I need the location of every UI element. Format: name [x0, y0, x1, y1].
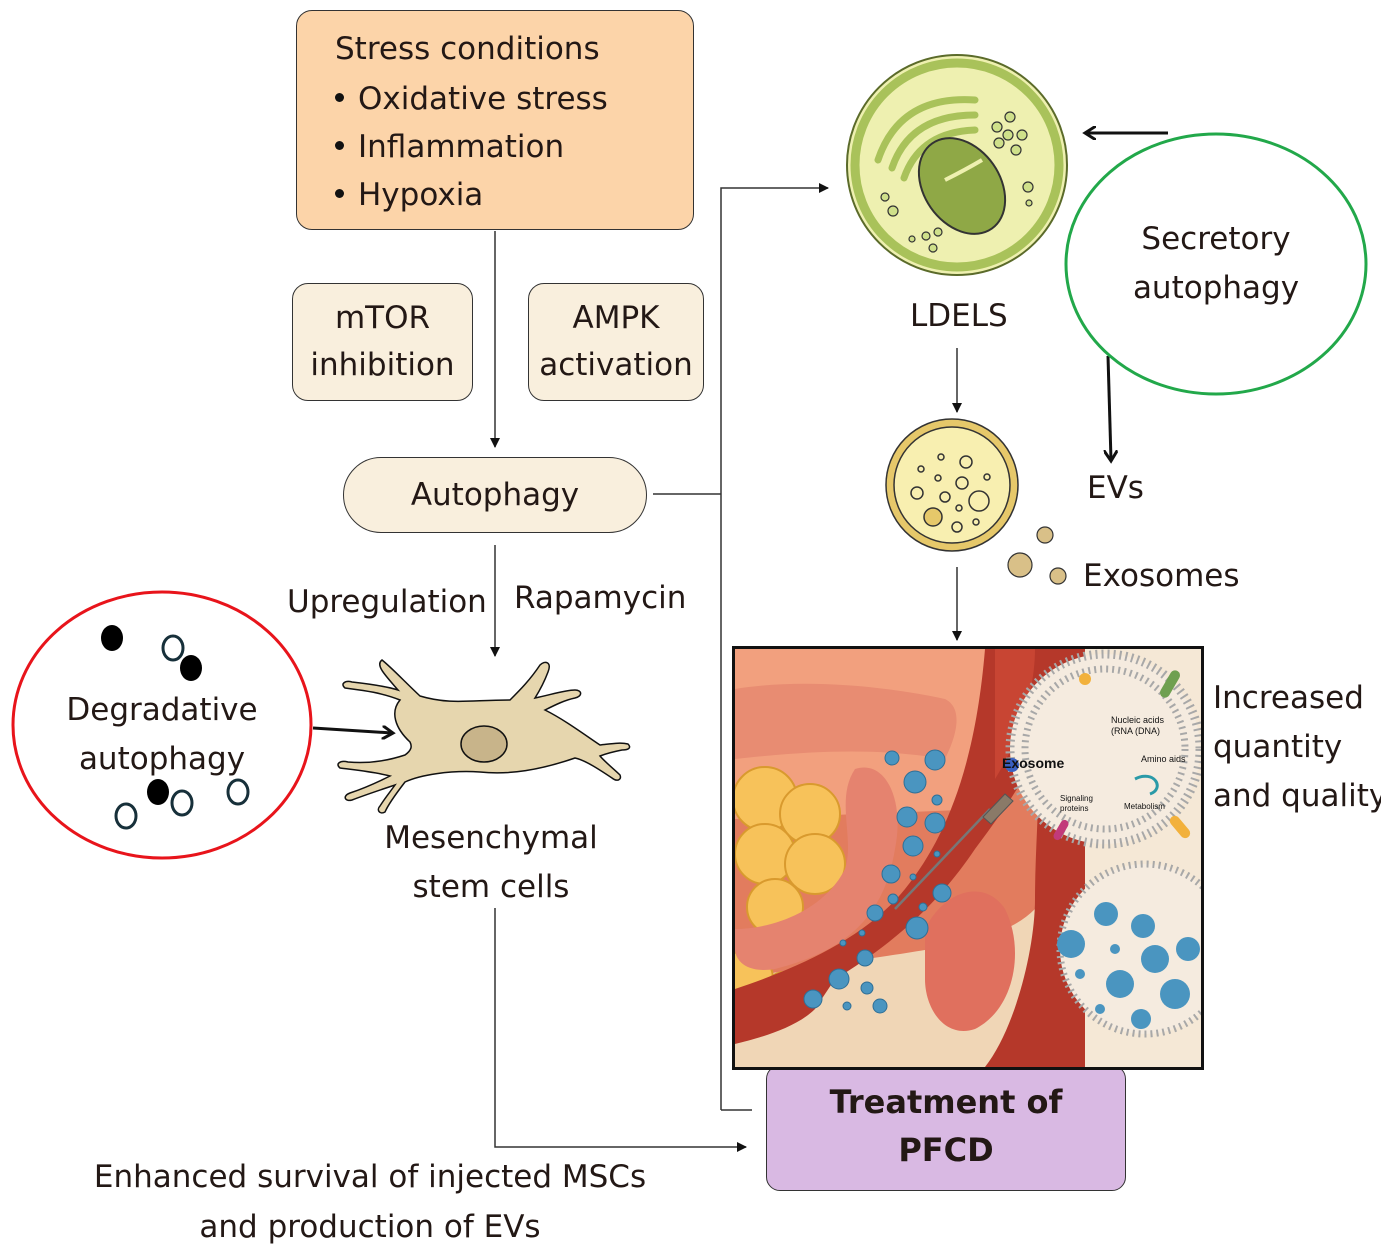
exosomes-label: Exosomes: [1083, 558, 1240, 594]
autophagy-box: Autophagy: [343, 457, 647, 533]
tissue-illustration-svg: Exosome Nucleic acids (RNA (DNA) Amino a…: [735, 649, 1201, 1067]
ldels-cell-icon: [846, 54, 1068, 276]
arrow-to-ldels: [720, 183, 829, 1110]
evs-label: EVs: [1087, 470, 1144, 506]
needle-icon: [894, 808, 991, 910]
treatment-pfcd-box: Treatment of PFCD: [766, 1065, 1126, 1191]
stress-item: Hypoxia: [335, 171, 608, 219]
exosome-diagram: [1005, 649, 1201, 849]
nucleic-acids-label-1: Nucleic acids: [1111, 715, 1165, 725]
mesenchymal-stem-cell-icon: [337, 659, 631, 814]
signaling-label-2: proteins: [1060, 804, 1088, 813]
upregulation-label: Upregulation: [287, 584, 487, 620]
mtor-inhibition-box: mTOR inhibition: [292, 283, 473, 401]
stress-conditions-box: Stress conditions Oxidative stress Infla…: [296, 10, 694, 230]
bullet-icon: [335, 141, 344, 150]
ampk-activation-box: AMPK activation: [528, 283, 704, 401]
msc-label: Mesenchymal stem cells: [384, 820, 598, 905]
metabolism-label: Metabolism: [1124, 802, 1165, 811]
exosome-cluster: [1056, 860, 1201, 1038]
ldels-label: LDELS: [910, 298, 1008, 334]
arrow-degradative-to-msc: [312, 728, 392, 733]
pfcd-exosome-illustration: Exosome Nucleic acids (RNA (DNA) Amino a…: [732, 646, 1204, 1070]
arrow-secretory-to-evs: [1108, 355, 1111, 460]
arrow-msc-to-treatment: [494, 908, 747, 1152]
exosome-particles: [803, 749, 952, 1014]
secretory-autophagy-circle: [1064, 132, 1368, 396]
amino-aids-label: Amino aids: [1141, 754, 1186, 764]
degradative-particles: [101, 625, 250, 830]
signaling-label-1: Signaling: [1060, 794, 1093, 803]
enhanced-survival-label: Enhanced survival of injected MSCs and p…: [93, 1159, 647, 1245]
stress-conditions-title: Stress conditions: [335, 31, 600, 67]
exosome-vesicle-icon: [885, 418, 1067, 585]
bullet-icon: [335, 93, 344, 102]
stress-item: Inflammation: [335, 123, 608, 171]
degradative-autophagy-circle: [11, 590, 313, 860]
bullet-icon: [335, 189, 344, 198]
stress-item: Oxidative stress: [335, 75, 608, 123]
exosome-title: Exosome: [1002, 755, 1064, 771]
increased-quantity-label: Increased quantity and quality: [1213, 680, 1381, 814]
rapamycin-label: Rapamycin: [514, 580, 687, 616]
degradative-autophagy-label: Degradative autophagy: [66, 692, 258, 777]
nucleic-acids-label-2: (RNA (DNA): [1111, 726, 1160, 736]
secretory-autophagy-label: Secretory autophagy: [1132, 221, 1300, 306]
stress-conditions-list: Oxidative stress Inflammation Hypoxia: [335, 75, 608, 219]
